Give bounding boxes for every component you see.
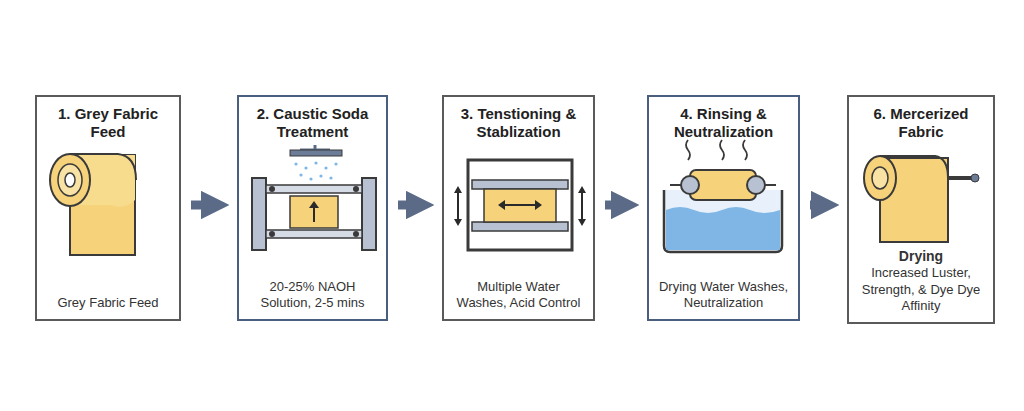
mercerized-roll-part	[864, 156, 896, 200]
tension-frame-part	[472, 222, 568, 231]
caustic-machine-part	[269, 231, 275, 237]
tension-frame-part	[472, 180, 568, 189]
caustic-machine-part	[299, 173, 302, 176]
mercerized-roll-part	[872, 167, 888, 189]
caustic-machine-part	[319, 174, 322, 177]
step-description: Drying	[856, 248, 986, 266]
tension-frame-part	[578, 186, 586, 226]
step-heading: 4. Rinsing & Neutralization	[656, 105, 791, 141]
caustic-machine-part	[334, 162, 337, 165]
flow-arrow	[810, 201, 825, 210]
caustic-machine-part	[294, 161, 337, 180]
caustic-machine-part	[314, 161, 317, 164]
tension-frame-part	[457, 190, 459, 222]
fabric-roll	[50, 154, 136, 255]
tension-frame-part	[581, 190, 583, 222]
caustic-machine-part	[309, 201, 319, 208]
process-box: 2. Caustic Soda Treatment 20-25% NAOH Sol…	[237, 95, 388, 321]
flow-arrow	[605, 201, 625, 210]
tension-frame-part	[484, 189, 556, 222]
step-heading: 2. Caustic Soda Treatment	[246, 105, 379, 141]
caustic-machine-part	[252, 178, 266, 250]
caustic-machine-part	[353, 231, 359, 237]
rinse-tank-part	[765, 184, 776, 186]
fabric-roll-part	[65, 173, 75, 187]
rinse-tank-part	[681, 176, 699, 194]
step-description: Increased Luster, Strength, & Dye Dye Af…	[856, 265, 986, 314]
rinse-tank-part	[686, 140, 690, 160]
caustic-machine-part	[353, 186, 359, 192]
tension-frame-part	[498, 200, 542, 210]
step-description: 20-25% NAOH Solution, 2-5 mins	[246, 279, 379, 312]
process-box: 1. Grey Fabric FeedGrey Fabric Feed	[35, 95, 181, 321]
process-box: 3. Tenstioning & StablizationMultiple Wa…	[442, 95, 595, 321]
process-box: 4. Rinsing & NeutralizationDrying Water …	[647, 95, 800, 321]
flow-arrow	[398, 201, 420, 210]
caustic-machine-part	[290, 150, 342, 156]
rinse-tank-part	[747, 176, 765, 194]
flow-arrow	[191, 201, 215, 210]
caustic-machine-part	[290, 196, 338, 228]
step-description: Drying Water Washes, Neutralization	[656, 279, 791, 312]
mercerized-roll	[864, 156, 979, 242]
rinse-tank	[664, 140, 782, 252]
tension-frame-part	[454, 186, 462, 226]
caustic-machine-part	[266, 230, 362, 238]
caustic-machine-part	[304, 166, 307, 169]
fabric-roll-part	[58, 164, 82, 196]
rinse-tank-part	[743, 140, 747, 160]
caustic-machine-part	[294, 162, 297, 165]
rinse-tank-part	[670, 184, 681, 186]
caustic-machine-part	[329, 176, 332, 179]
step-description: Multiple Water Washes, Acid Control	[451, 279, 586, 312]
caustic-machine-part	[266, 185, 362, 193]
step-heading: 1. Grey Fabric Feed	[44, 105, 172, 141]
caustic-machine-part	[362, 178, 376, 250]
process-box: 6. Mercerized FabricDryingIncreased Lust…	[847, 95, 995, 324]
mercerized-roll-part	[971, 174, 979, 182]
caustic-machine-part	[309, 177, 312, 180]
step-description: Grey Fabric Feed	[44, 295, 172, 311]
tension-frame-part	[500, 204, 540, 206]
rinse-tank-part	[666, 207, 780, 250]
rinse-tank-part	[720, 140, 724, 160]
fabric-roll-part	[50, 154, 90, 206]
tension-frame-part	[468, 160, 572, 250]
fabric-roll-part	[70, 154, 136, 180]
caustic-machine-part	[269, 186, 275, 192]
tension-frame	[454, 160, 586, 250]
caustic-machine-part	[324, 166, 327, 169]
mercerized-roll-part	[880, 156, 948, 178]
caustic-machine	[252, 145, 376, 250]
step-heading: 3. Tenstioning & Stablization	[451, 105, 586, 141]
step-heading: 6. Mercerized Fabric	[856, 105, 986, 141]
caustic-machine-part	[314, 145, 317, 150]
